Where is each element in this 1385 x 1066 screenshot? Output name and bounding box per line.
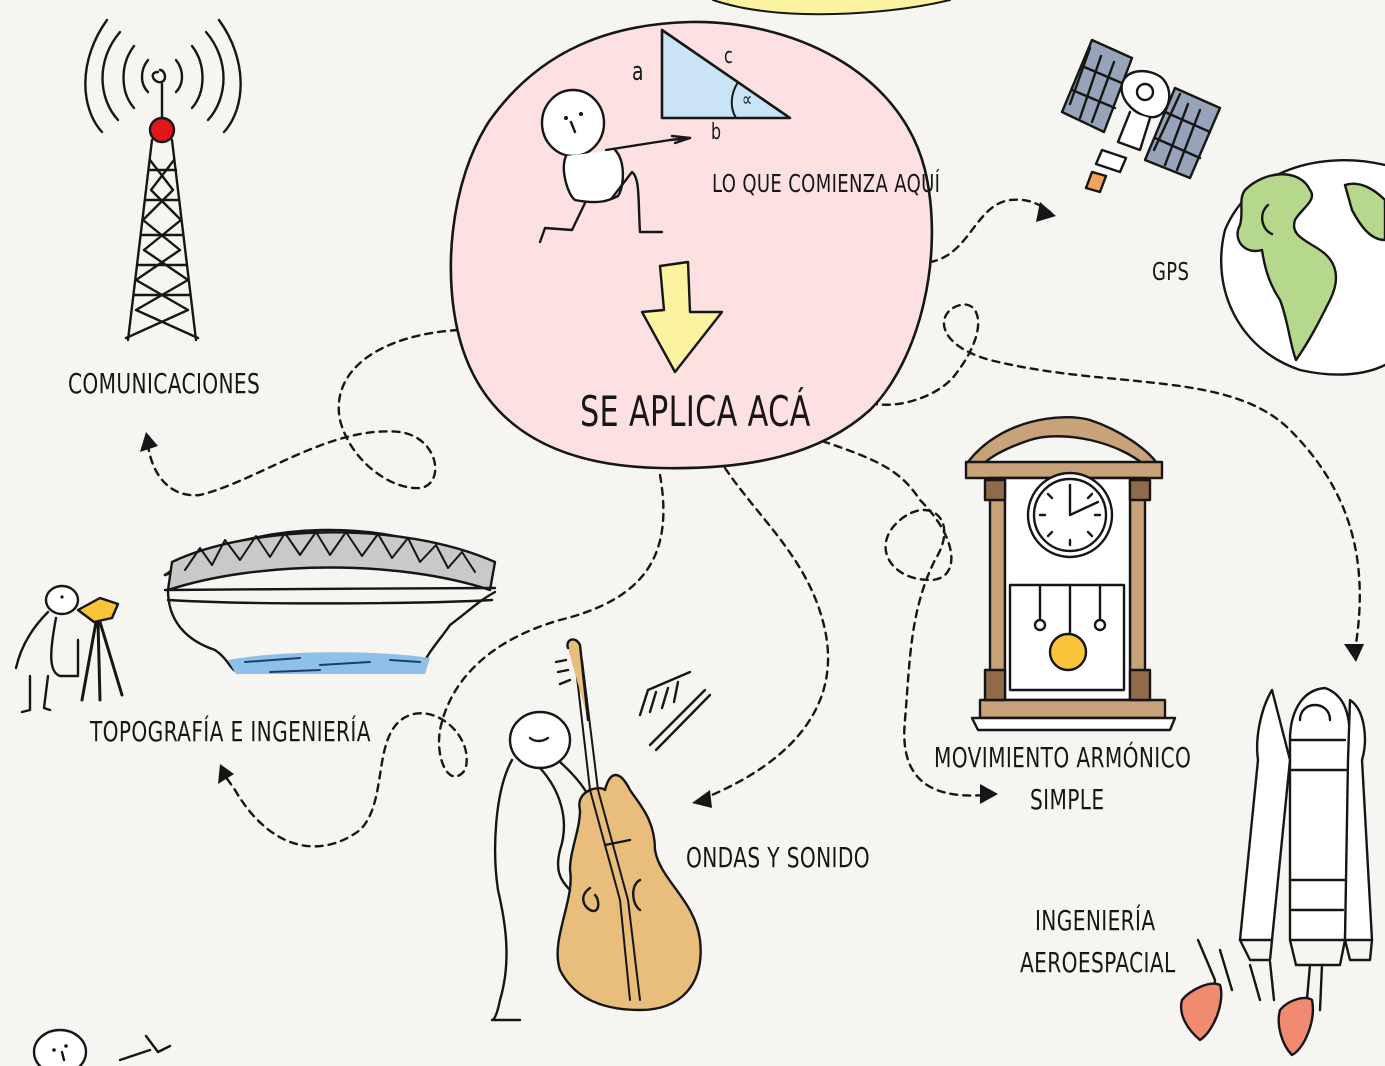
space-shuttle-icon [1181, 688, 1372, 1055]
label-aeroespacial-line2: AEROESPACIAL [1020, 947, 1176, 979]
satellite-icon [1062, 40, 1220, 192]
label-ondas: ONDAS Y SONIDO [686, 842, 870, 874]
arrowhead-communications [140, 432, 158, 452]
top-highlight-shape [713, 0, 950, 14]
connector-to-communications [148, 330, 458, 495]
bridge-icon [165, 530, 495, 674]
label-topografia: TOPOGRAFÍA E INGENIERÍA [90, 716, 371, 748]
bottom-figure [34, 1030, 170, 1066]
arrowhead-waves [692, 790, 712, 808]
music-notes-icon [640, 672, 710, 750]
connector-to-waves [700, 468, 828, 800]
label-gps: GPS [1152, 258, 1189, 287]
double-bass-icon [492, 639, 701, 1020]
triangle-label-a: a [632, 58, 644, 88]
arrowhead-topography [218, 764, 234, 784]
connector-to-gps [930, 200, 1050, 262]
center-top-label: LO QUE COMIENZA AQUÍ [712, 170, 814, 199]
pendulum-clock-icon [966, 417, 1175, 730]
label-aeroespacial-line1: INGENIERÍA [1035, 905, 1155, 937]
surveyor-icon [16, 586, 122, 712]
earth-icon [1221, 160, 1385, 374]
triangle-label-b: b [711, 120, 721, 145]
radio-tower-icon [85, 20, 240, 340]
arrowhead-harmonic [980, 784, 998, 804]
arrowhead-aerospace [1344, 644, 1364, 662]
label-movimiento-line1: MOVIMIENTO ARMÓNICO [934, 742, 1191, 774]
center-bottom-label: SE APLICA ACÁ [580, 388, 811, 436]
label-movimiento-line2: SIMPLE [1030, 784, 1104, 816]
triangle-label-c: c [724, 44, 733, 69]
triangle-label-angle: ∝ [742, 88, 753, 111]
label-comunicaciones: COMUNICACIONES [68, 368, 260, 400]
